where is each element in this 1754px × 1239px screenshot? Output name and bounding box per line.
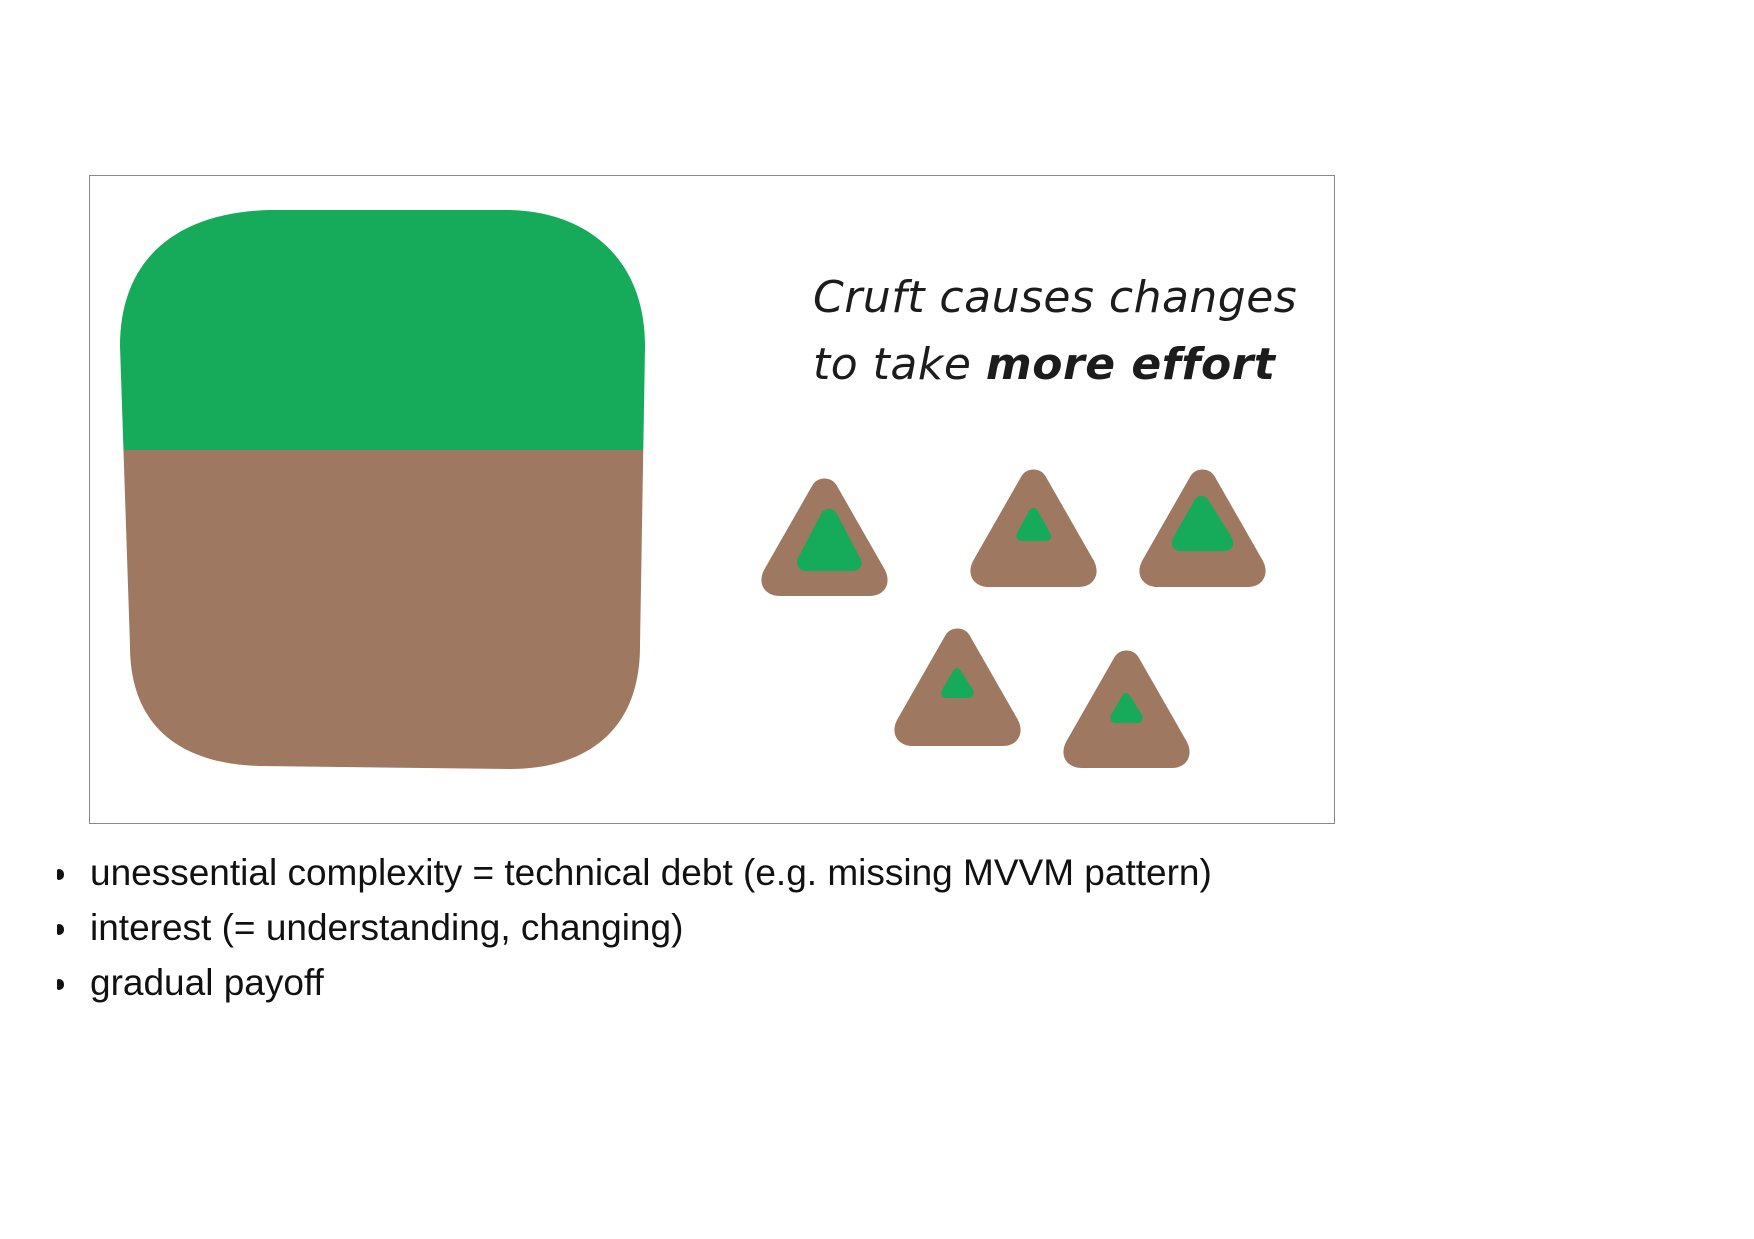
bullet-item: unessential complexity = technical debt … — [52, 845, 1212, 900]
large-block-cruft-part — [120, 450, 645, 769]
diagram-caption: Cruft causes changes to take more effort — [813, 264, 1297, 398]
small-change-block-2 — [970, 469, 1097, 587]
small-change-block-5 — [1063, 650, 1190, 768]
small-change-block-3 — [1139, 469, 1266, 587]
caption-line-1: Cruft causes changes — [813, 272, 1298, 323]
bullet-marker-icon — [57, 979, 64, 990]
cruft-diagram: Cruft causes changes to take more effort — [89, 175, 1335, 824]
bullet-text: interest (= understanding, changing) — [90, 907, 684, 948]
bullet-item: interest (= understanding, changing) — [52, 900, 1212, 955]
bullet-item: gradual payoff — [52, 955, 1212, 1010]
bullet-list: unessential complexity = technical debt … — [52, 845, 1212, 1010]
bullet-text: unessential complexity = technical debt … — [90, 852, 1212, 893]
large-codebase-block — [120, 210, 645, 769]
bullet-marker-icon — [57, 869, 64, 880]
caption-emphasis: more effort — [985, 339, 1276, 390]
caption-line-2-prefix: to take — [813, 339, 986, 390]
small-change-block-1 — [761, 478, 888, 596]
bullet-marker-icon — [57, 924, 64, 935]
small-change-block-4 — [894, 628, 1021, 746]
large-block-clean-part — [120, 210, 645, 450]
cruft-illustration — [120, 210, 1266, 769]
bullet-text: gradual payoff — [90, 962, 324, 1003]
caption-line-2: to take more effort — [813, 331, 1297, 398]
